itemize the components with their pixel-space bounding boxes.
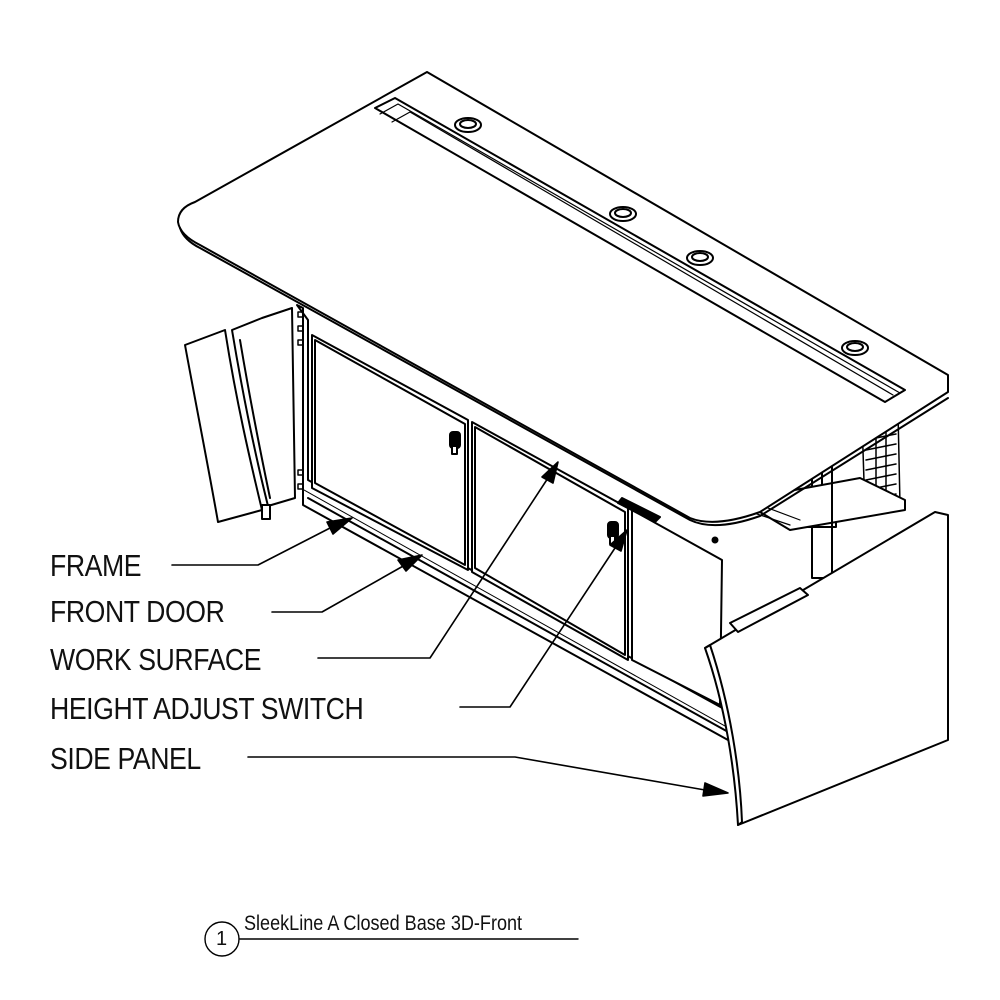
door-lock-icon xyxy=(449,431,461,455)
right-side-panel xyxy=(704,511,949,826)
callout-work-surface: WORK SURFACE xyxy=(50,642,262,677)
view-title: SleekLine A Closed Base 3D-Front xyxy=(244,912,523,935)
view-number: 1 xyxy=(216,928,228,950)
front-doors xyxy=(311,334,723,706)
callout-frame: FRAME xyxy=(50,548,142,583)
callout-side-panel: SIDE PANEL xyxy=(50,741,201,776)
grommet-icon xyxy=(454,117,482,133)
work-surface-top xyxy=(177,71,949,527)
height-switch-icon xyxy=(617,497,661,523)
grommet-icon xyxy=(841,340,869,356)
callout-front-door: FRONT DOOR xyxy=(50,594,225,629)
leader-lines xyxy=(171,461,729,797)
grommet-icon xyxy=(609,206,637,222)
rear-frame xyxy=(739,477,906,576)
left-side-panel xyxy=(184,307,296,523)
grommet-icon xyxy=(686,250,714,266)
callout-height-adjust-switch: HEIGHT ADJUST SWITCH xyxy=(50,691,364,726)
caption-marker xyxy=(204,921,579,957)
